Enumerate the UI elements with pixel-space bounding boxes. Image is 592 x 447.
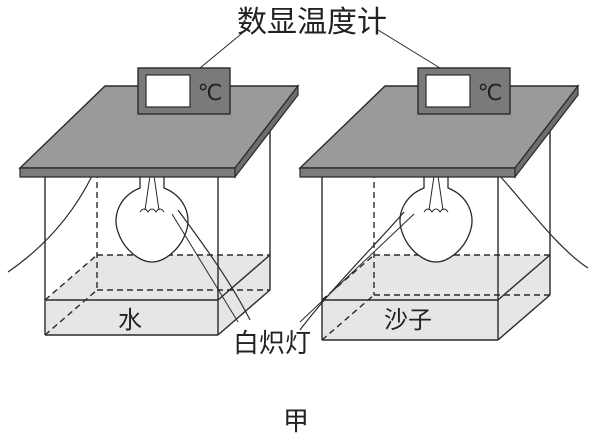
sand-fill-front [322, 300, 498, 340]
lid-left-side [234, 84, 299, 179]
sand-label: 沙子 [384, 306, 432, 334]
sand-fill [322, 255, 550, 300]
wire-right-2 [299, 211, 405, 331]
lamp-label: 白炽灯 [233, 329, 311, 359]
sand-setup [298, 67, 589, 341]
lid-left-front [19, 167, 236, 178]
celsius-right: ℃ [478, 81, 503, 106]
water-fill-front [45, 300, 218, 335]
figure-caption: 甲 [283, 407, 309, 437]
water-label: 水 [118, 306, 142, 334]
celsius-left: ℃ [198, 81, 223, 106]
water-fill-side [218, 255, 270, 335]
leader-lamp-right [299, 213, 415, 323]
leader-thermometer-left [199, 29, 247, 69]
leader-thermometer-right [377, 29, 441, 69]
water-setup [7, 67, 300, 336]
wire-left-2 [177, 209, 251, 321]
lid-right-front [299, 167, 516, 178]
leader-lamp-left [171, 213, 239, 323]
thermometer-left [137, 67, 231, 115]
wire-right [499, 175, 589, 269]
wire-left [7, 175, 93, 273]
thermometer-right [417, 67, 511, 115]
sand-fill-side [498, 255, 550, 340]
thermometer-label: 数显温度计 [237, 5, 387, 40]
lamp-right [399, 172, 473, 263]
lamp-left [115, 172, 189, 263]
water-fill [45, 255, 270, 300]
lid-right-side [514, 84, 579, 179]
